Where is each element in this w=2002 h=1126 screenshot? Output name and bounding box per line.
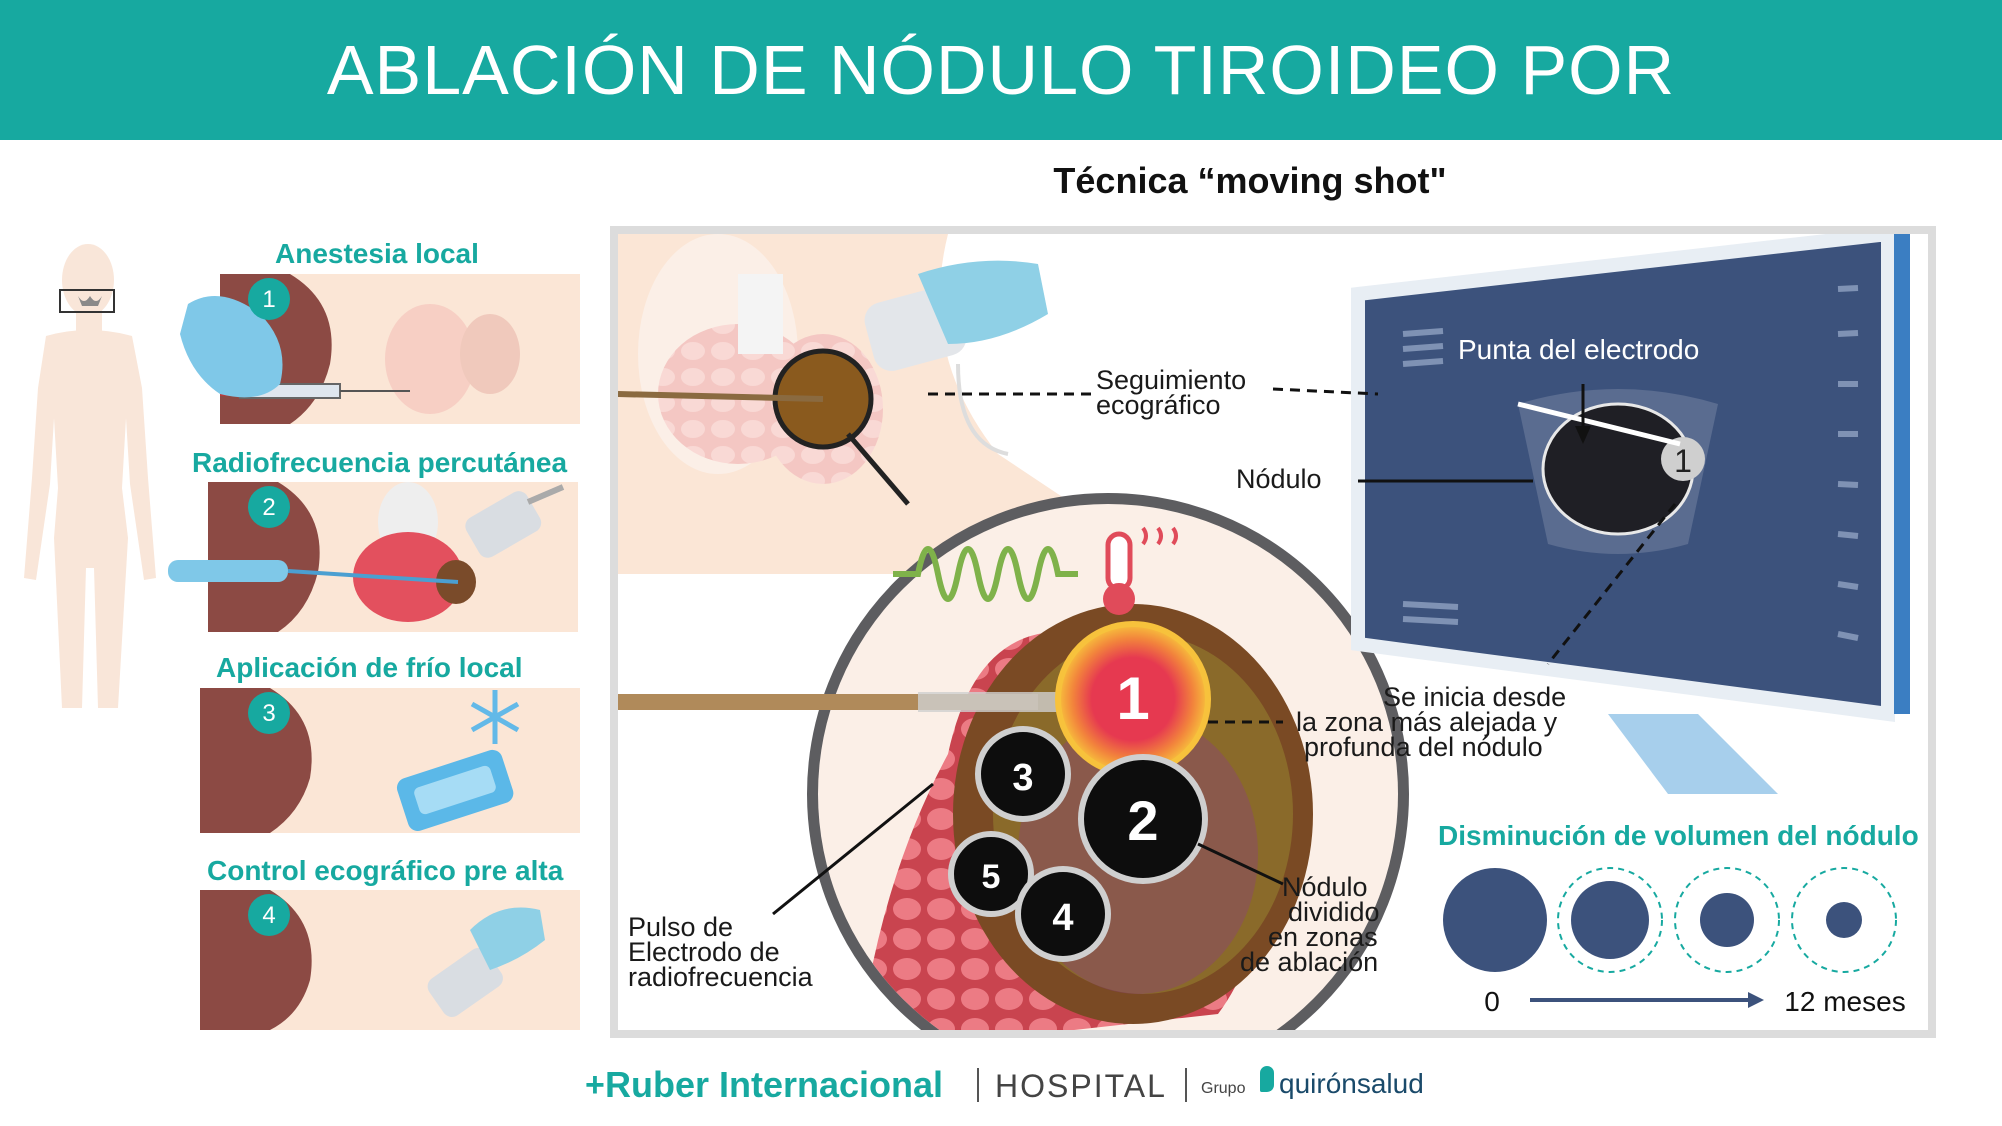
- volume-circle-1-outline: [1557, 867, 1663, 973]
- step-2-number: 2: [262, 494, 275, 521]
- start-label-1: Se inicia desde: [1383, 682, 1567, 712]
- pulse-label-3: radiofrecuencia: [628, 962, 813, 992]
- step-3-number-badge: 3: [248, 692, 290, 734]
- step-2-number-badge: 2: [248, 486, 290, 528]
- ultrasound-monitor: 1: [1351, 234, 1910, 794]
- footer-grupo: Grupo: [1201, 1080, 1246, 1097]
- divided-label-3: en zonas: [1268, 922, 1378, 952]
- volume-circles: 0 12 meses: [1443, 867, 1906, 1017]
- timeline-start: 0: [1484, 986, 1500, 1017]
- ablation-zone-5: [948, 831, 1034, 917]
- volume-circle-0: [1443, 868, 1547, 972]
- ultrasound-probe-icon: [864, 260, 1048, 456]
- technique-title: Técnica “moving shot": [1053, 160, 1447, 201]
- ablation-zone-3: [975, 726, 1071, 822]
- step-4-title: Control ecográfico pre alta: [207, 855, 564, 886]
- ablation-zone-2-number: 2: [1127, 789, 1158, 852]
- ablation-zone-1-number: 1: [1116, 665, 1149, 732]
- step-4-number-badge: 4: [248, 894, 290, 936]
- step-1-illustration: [180, 274, 580, 424]
- ultrasound-probe-icon: [427, 907, 545, 1017]
- pulse-label-2: Electrodo de: [628, 937, 780, 967]
- divided-label-1: Nódulo: [1282, 872, 1368, 902]
- footer-brand: Ruber Internacional: [605, 1064, 944, 1105]
- step-2-illustration: [168, 482, 578, 632]
- tracking-label-2: ecográfico: [1096, 390, 1221, 420]
- divided-label-2: dividido: [1288, 897, 1380, 927]
- header-bar: ABLACIÓN DE NÓDULO TIROIDEO POR RADIOFRE…: [0, 0, 2002, 249]
- pulse-label-1: Pulso de: [628, 912, 734, 942]
- step-2-title: Radiofrecuencia percutánea: [192, 447, 568, 478]
- volume-circle-1: [1571, 881, 1649, 959]
- divided-label-4: de ablación: [1240, 947, 1379, 977]
- quironsalud-logo-icon: [1260, 1066, 1274, 1092]
- step-3-number: 3: [262, 700, 275, 727]
- footer-divider-1: [977, 1068, 979, 1102]
- step-4-illustration: [200, 890, 580, 1030]
- volume-circle-3-outline: [1791, 867, 1897, 973]
- step-1-number: 1: [262, 286, 275, 313]
- page-title: ABLACIÓN DE NÓDULO TIROIDEO POR RADIOFRE…: [326, 31, 1676, 249]
- ablation-zone-4: [1015, 866, 1111, 962]
- volume-circle-2: [1700, 893, 1754, 947]
- diagram-panel: 1 3 2 5 4 1: [610, 226, 1936, 1038]
- step-1-title: Anestesia local: [275, 238, 479, 269]
- nodule-label: Nódulo: [1236, 464, 1322, 494]
- step-4-number: 4: [262, 902, 275, 929]
- plus-icon: +: [585, 1066, 605, 1104]
- tracking-label-1: Seguimiento: [1096, 365, 1247, 395]
- screen-zone-number: 1: [1674, 443, 1692, 479]
- footer-group-name: quirónsalud: [1279, 1068, 1424, 1099]
- start-label-3: profunda del nódulo: [1304, 732, 1543, 762]
- timeline-end: 12 meses: [1784, 986, 1905, 1017]
- electrode-tip-label: Punta del electrodo: [1458, 334, 1700, 365]
- ablation-zone-3-number: 3: [1012, 757, 1033, 799]
- volume-circle-3: [1826, 902, 1862, 938]
- thermometer-icon: [1103, 526, 1178, 615]
- volume-circle-2-outline: [1674, 867, 1780, 973]
- ablation-zone-2: [1078, 754, 1208, 884]
- step-3-title: Aplicación de frío local: [216, 652, 523, 683]
- start-label-2: la zona más alejada y: [1296, 707, 1558, 737]
- diagram-art: 1 3 2 5 4 1: [618, 234, 1910, 1030]
- human-silhouette-icon: [24, 244, 156, 708]
- footer-hospital: HOSPITAL: [995, 1068, 1167, 1104]
- snowflake-icon: [470, 690, 520, 744]
- ice-pack-icon: [396, 749, 514, 832]
- footer: + Ruber Internacional HOSPITAL Grupo qui…: [585, 1060, 1435, 1108]
- ablation-zone-4-number: 4: [1052, 897, 1073, 939]
- step-1-number-badge: 1: [248, 278, 290, 320]
- ablation-zone-5-number: 5: [982, 858, 1001, 896]
- volume-title: Disminución de volumen del nódulo: [1438, 820, 1919, 851]
- ultrasound-probe-icon: [465, 484, 565, 558]
- footer-divider-2: [1185, 1068, 1187, 1102]
- step-3-illustration: [200, 688, 580, 833]
- wave-icon: [893, 546, 1078, 602]
